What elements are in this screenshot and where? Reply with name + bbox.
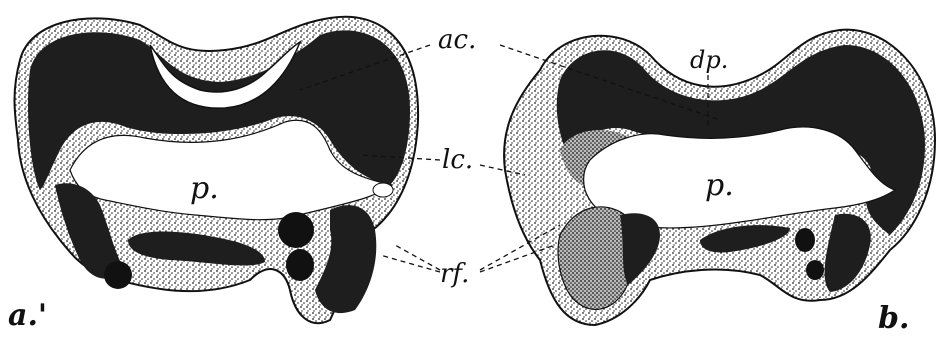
section-a-nodule-2: [278, 212, 314, 248]
label-dp: dp.: [690, 46, 728, 74]
label-lc: lc.: [442, 145, 473, 175]
label-p-left: p.: [190, 171, 219, 206]
panel-label-a: a.': [8, 298, 47, 333]
label-ac: ac.: [438, 25, 476, 55]
section-a-nodule-3: [286, 249, 314, 281]
leader-rf-left-2: [380, 255, 440, 272]
leader-rf-left-1: [395, 245, 440, 270]
label-p-right: p.: [705, 168, 734, 203]
section-b-nodule-2: [806, 260, 824, 280]
section-a-nodule-1: [104, 261, 132, 289]
section-b-nodule-1: [795, 228, 815, 252]
label-rf: rf.: [440, 259, 469, 289]
section-a: [15, 17, 419, 323]
panel-label-b: b.: [878, 301, 909, 336]
section-a-white-spot: [373, 183, 393, 197]
